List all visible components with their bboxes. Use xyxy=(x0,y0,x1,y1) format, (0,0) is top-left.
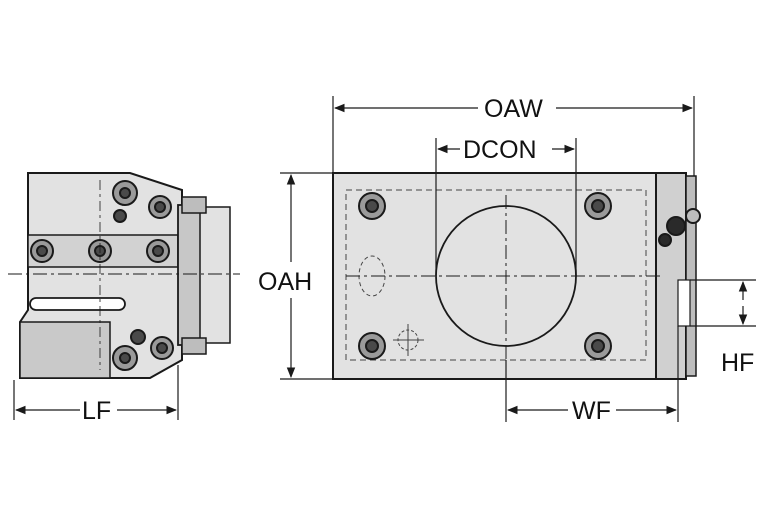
front-view xyxy=(332,172,701,380)
side-flange-lip-bottom xyxy=(181,337,207,355)
front-right-plate xyxy=(655,172,687,380)
hf-label: HF xyxy=(721,349,754,377)
oah-dimension xyxy=(280,172,333,380)
oaw-dimension xyxy=(332,96,695,176)
side-lower-block xyxy=(19,321,111,379)
front-screws xyxy=(358,192,701,360)
lf-label: LF xyxy=(82,397,111,425)
front-hf-notch xyxy=(677,279,691,327)
front-hidden-outline xyxy=(345,189,647,361)
side-flange-ring xyxy=(199,206,231,344)
oaw-label: OAW xyxy=(484,95,543,123)
dcon-dimension xyxy=(435,138,577,276)
side-slot xyxy=(29,297,126,311)
oah-label: OAH xyxy=(258,268,312,296)
wf-label: WF xyxy=(572,397,611,425)
wf-dimension xyxy=(505,326,679,422)
side-view xyxy=(8,172,240,379)
lf-dimension xyxy=(13,365,179,420)
side-flange-lip-top xyxy=(181,196,207,214)
side-screws xyxy=(30,180,174,371)
front-right-edge xyxy=(685,175,697,377)
dcon-label: DCON xyxy=(463,136,537,164)
hf-dimension xyxy=(690,279,756,327)
